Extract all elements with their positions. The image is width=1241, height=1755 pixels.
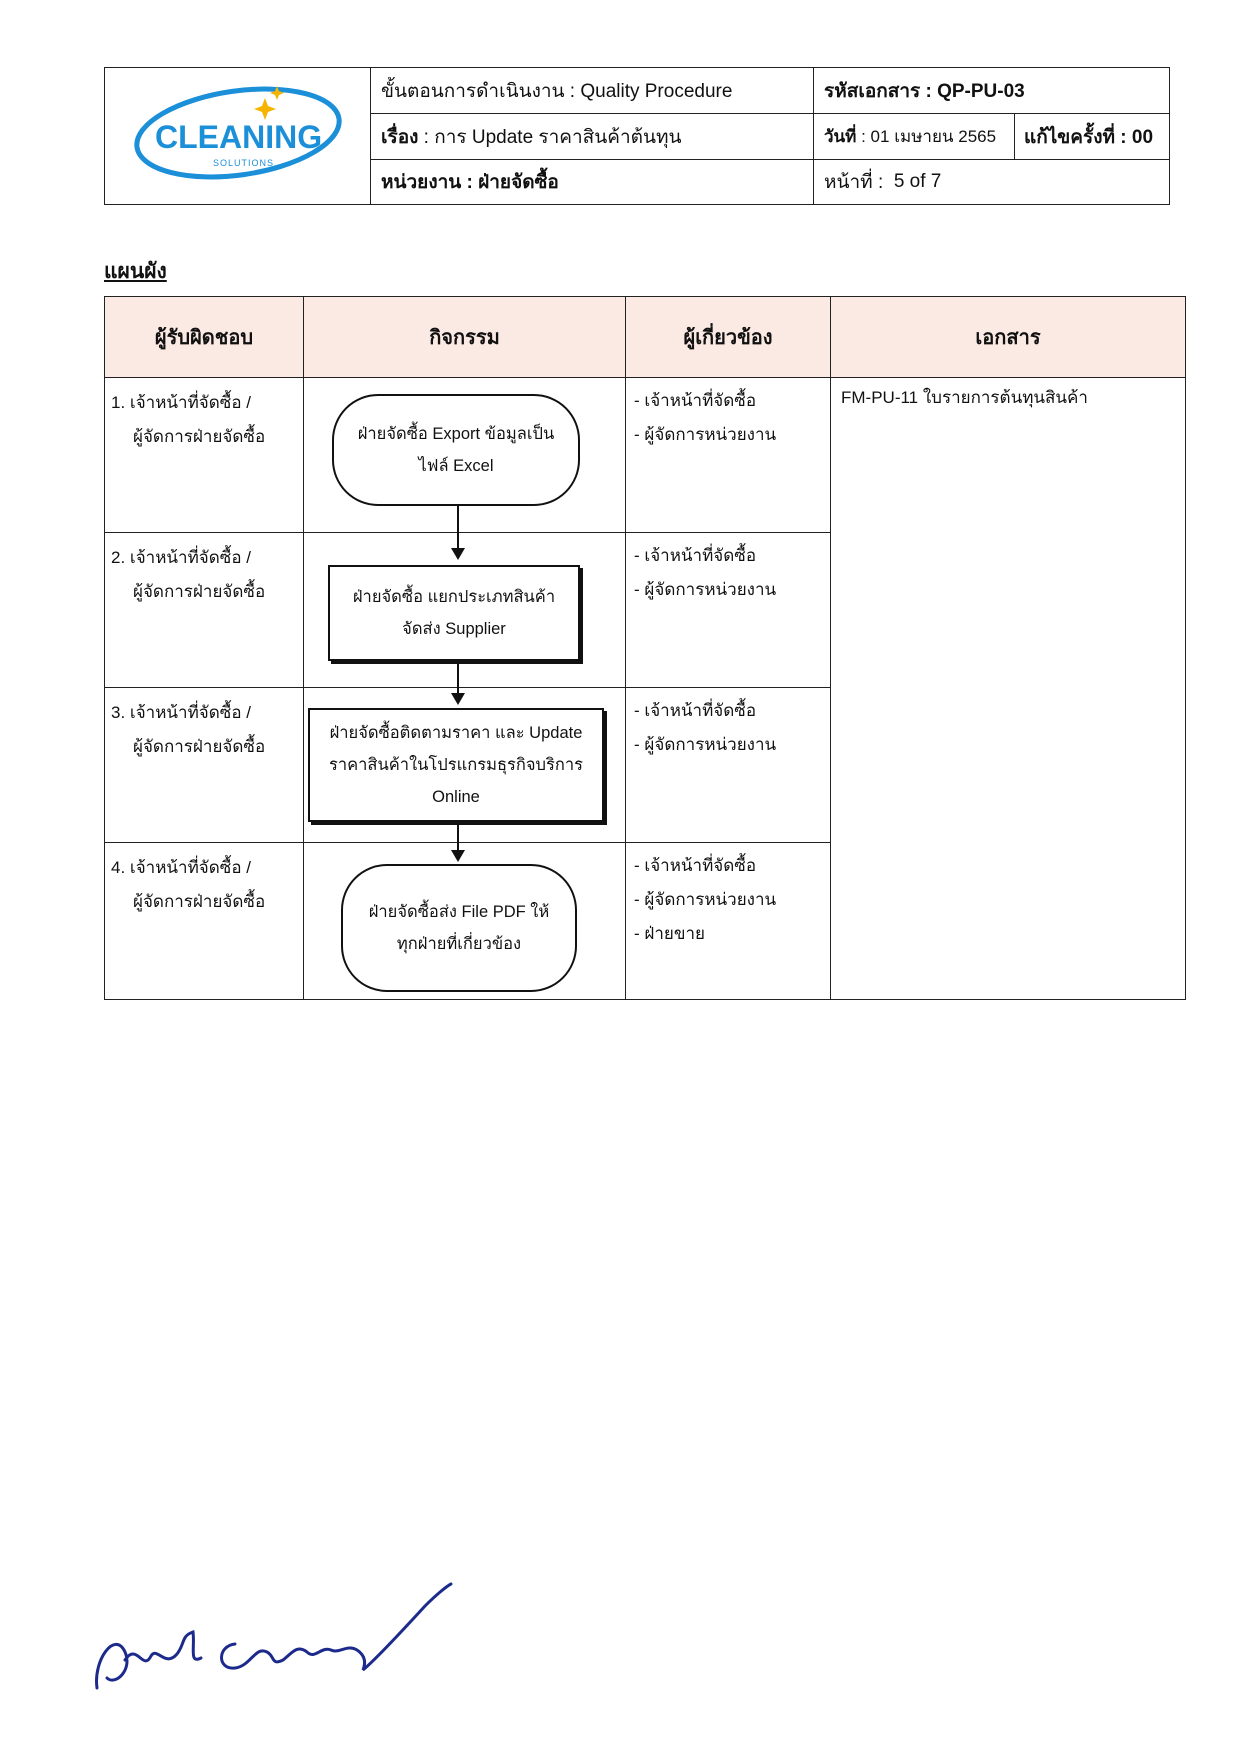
col-header-documents: เอกสาร bbox=[830, 296, 1186, 378]
responsible-cell: 1. เจ้าหน้าที่จัดซื้อ / ผู้จัดการฝ่ายจัด… bbox=[104, 377, 304, 533]
company-logo: CLEANING SOLUTIONS bbox=[105, 68, 371, 204]
col-header-activity: กิจกรรม bbox=[303, 296, 626, 378]
date-row: วันที่ : 01 เมษายน 2565 bbox=[814, 114, 1169, 160]
header-middle: ขั้นตอนการดำเนินงาน : Quality Procedure … bbox=[371, 68, 814, 204]
flow-node-send-pdf: ฝ่ายจัดซื้อส่ง File PDF ให้ทุกฝ่ายที่เกี… bbox=[341, 864, 577, 992]
page-row: หน้าที่ : 5 of 7 bbox=[824, 171, 942, 193]
flow-arrow bbox=[451, 506, 465, 560]
responsible-cell: 4. เจ้าหน้าที่จัดซื้อ / ผู้จัดการฝ่ายจัด… bbox=[104, 842, 304, 1000]
handwritten-signature bbox=[95, 1582, 453, 1690]
involved-cell: เจ้าหน้าที่จัดซื้อ ผู้จัดการหน่วยงาน bbox=[625, 687, 831, 843]
flowchart-table: ผู้รับผิดชอบ กิจกรรม ผู้เกี่ยวข้อง เอกสา… bbox=[104, 296, 1186, 1004]
flow-arrow bbox=[451, 824, 465, 862]
document-reference: FM-PU-11 ใบรายการต้นทุนสินค้า bbox=[841, 388, 1088, 407]
revision-number: แก้ไขครั้งที่ : 00 bbox=[1024, 127, 1154, 148]
cleaning-logo-icon: CLEANING SOLUTIONS bbox=[134, 86, 342, 180]
unit-row: หน่วยงาน : ฝ่ายจัดซื้อ bbox=[381, 172, 559, 193]
header-divider bbox=[1014, 114, 1015, 160]
documents-cell: FM-PU-11 ใบรายการต้นทุนสินค้า bbox=[830, 377, 1186, 1000]
logo-wordmark: CLEANING bbox=[155, 119, 322, 155]
responsible-cell: 2. เจ้าหน้าที่จัดซื้อ / ผู้จัดการฝ่ายจัด… bbox=[104, 532, 304, 688]
sparkle-icon bbox=[254, 98, 276, 120]
responsible-cell: 3. เจ้าหน้าที่จัดซื้อ / ผู้จัดการฝ่ายจัด… bbox=[104, 687, 304, 843]
col-header-responsible: ผู้รับผิดชอบ bbox=[104, 296, 304, 378]
involved-cell: เจ้าหน้าที่จัดซื้อ ผู้จัดการหน่วยงาน ฝ่า… bbox=[625, 842, 831, 1000]
sparkle-icon bbox=[270, 86, 284, 100]
flow-node-categorize: ฝ่ายจัดซื้อ แยกประเภทสินค้าจัดส่ง Suppli… bbox=[328, 565, 580, 661]
logo-subtitle: SOLUTIONS bbox=[213, 158, 274, 168]
col-header-involved: ผู้เกี่ยวข้อง bbox=[625, 296, 831, 378]
flow-arrow bbox=[451, 663, 465, 705]
document-header: CLEANING SOLUTIONS ขั้นตอนการดำเนินงาน :… bbox=[104, 67, 1170, 205]
doc-code: รหัสเอกสาร : QP-PU-03 bbox=[814, 68, 1169, 114]
procedure-title: ขั้นตอนการดำเนินงาน : Quality Procedure bbox=[371, 68, 813, 114]
subject-row: เรื่อง : การ Update ราคาสินค้าต้นทุน bbox=[371, 114, 813, 160]
header-right: รหัสเอกสาร : QP-PU-03 วันที่ : 01 เมษายน… bbox=[814, 68, 1169, 204]
section-title: แผนผัง bbox=[104, 260, 167, 283]
flow-node-export: ฝ่ายจัดซื้อ Export ข้อมูลเป็นไฟล์ Excel bbox=[332, 394, 580, 506]
involved-cell: เจ้าหน้าที่จัดซื้อ ผู้จัดการหน่วยงาน bbox=[625, 377, 831, 533]
involved-cell: เจ้าหน้าที่จัดซื้อ ผู้จัดการหน่วยงาน bbox=[625, 532, 831, 688]
